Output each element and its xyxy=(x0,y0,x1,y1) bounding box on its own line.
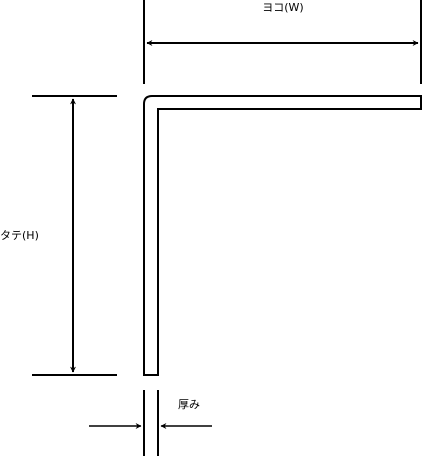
height-label: タテ(H) xyxy=(0,229,39,242)
thickness-label: 厚み xyxy=(178,398,200,411)
width-label: ヨコ(W) xyxy=(262,1,303,14)
angle-profile-shape xyxy=(143,95,422,376)
